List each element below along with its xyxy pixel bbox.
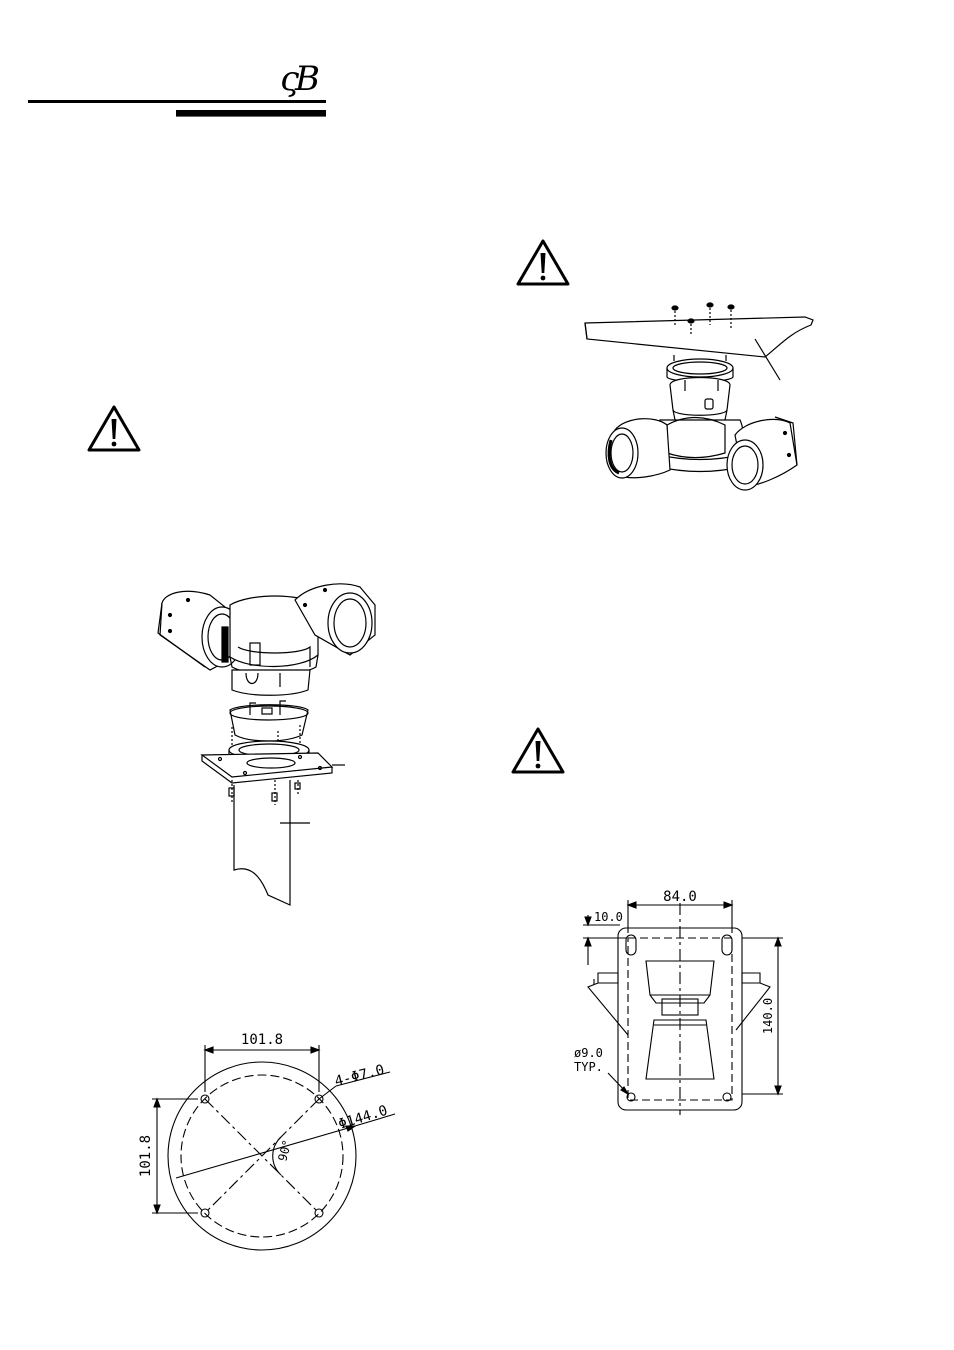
flange-dimension-drawing: 101.8 101.8 4-Φ7.0 Φ144.0 90° [140,1030,400,1260]
dim-flange-angle: 90° [275,1138,294,1163]
dim-bracket-width: 84.0 [663,889,697,905]
dim-flange-diameter: Φ144.0 [336,1103,389,1133]
warning-icon [510,726,566,776]
brand-logo: ςΒ [280,62,316,96]
dim-bracket-offset: 10.0 [594,910,623,924]
dim-flange-width: 101.8 [241,1032,283,1048]
header-rule-thin [28,100,326,103]
warning-icon [86,404,142,454]
dim-bracket-hole: ø9.0 [574,1046,603,1060]
wall-bracket-dimension-drawing: 84.0 10.0 140.0 ø9.0 TYP. [568,895,808,1125]
pole-mount-illustration [150,575,390,905]
dim-flange-height: 101.8 [138,1135,154,1177]
dim-flange-holes: 4-Φ7.0 [333,1062,386,1090]
dim-bracket-hole-note: TYP. [574,1060,603,1074]
ceiling-mount-illustration [575,295,820,495]
header-rule-shadow [176,116,326,117]
warning-icon [515,238,571,288]
dim-bracket-height: 140.0 [761,998,775,1034]
